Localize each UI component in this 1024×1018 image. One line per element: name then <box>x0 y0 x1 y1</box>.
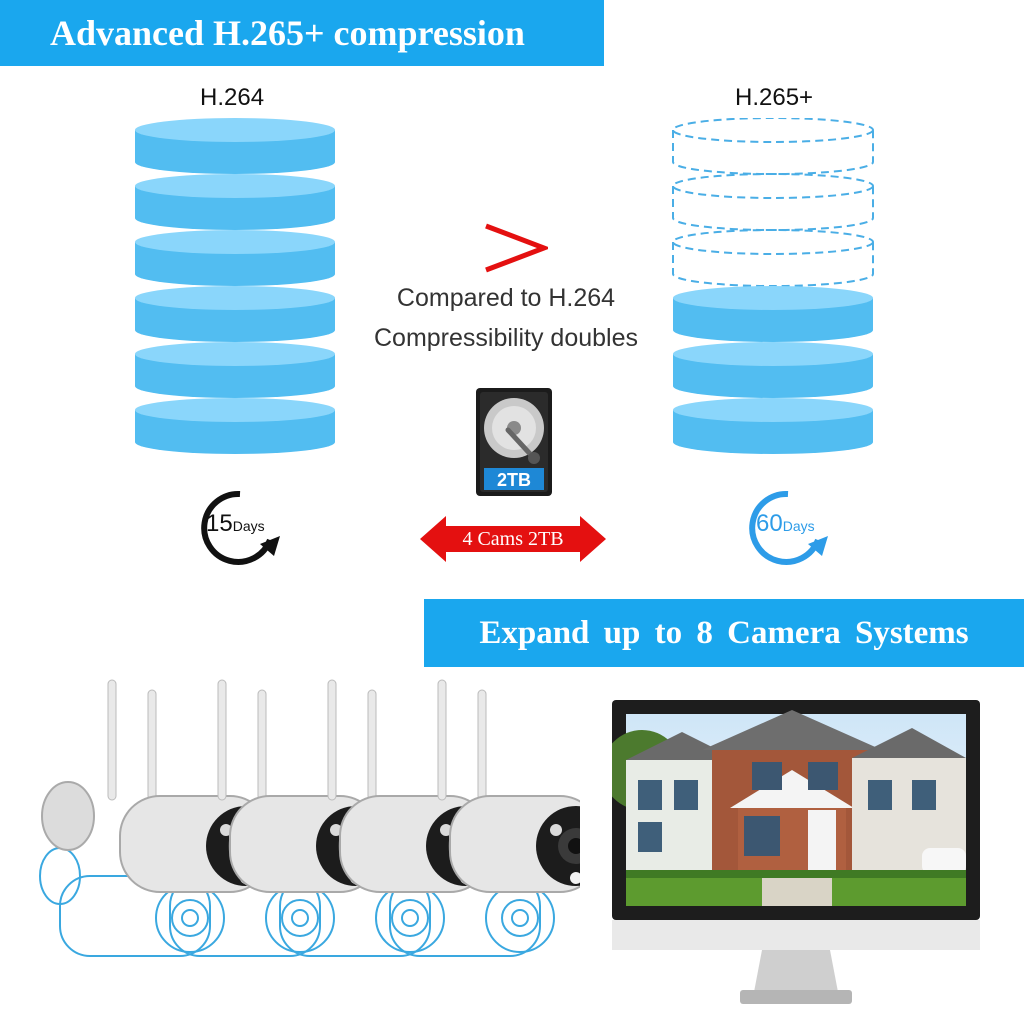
h265-disk-empty-3 <box>672 229 874 287</box>
retention-left-unit: Days <box>232 518 265 534</box>
expand-banner-title: Expand up to 8 Camera Systems <box>479 614 969 651</box>
cycle-icon-15-days <box>201 490 280 565</box>
h265-disk-stack <box>672 118 874 454</box>
h265-disk-2 <box>673 342 873 398</box>
h265-disk-1 <box>673 286 873 342</box>
greater-than-icon <box>485 223 548 273</box>
comparison-line-2: Compressibility doubles <box>373 324 638 352</box>
retention-left-number: 15 <box>206 510 233 537</box>
retention-left: 15Days <box>206 510 265 538</box>
camera-mount <box>41 781 95 851</box>
h265-disk-empty-1 <box>672 118 874 175</box>
h264-label: H.264 <box>200 84 265 111</box>
cameras-illustration <box>39 679 580 957</box>
double-arrow-icon <box>420 516 606 562</box>
retention-right-unit: Days <box>782 518 815 534</box>
hard-drive-icon <box>476 388 552 496</box>
h264-disk-3 <box>135 230 335 286</box>
camera-4 <box>437 679 580 893</box>
comparison-line-1: Compared to H.264 <box>396 284 616 312</box>
h264-disk-1 <box>135 118 335 174</box>
h264-disk-5 <box>135 342 335 398</box>
retention-right-number: 60 <box>756 510 783 537</box>
expand-banner: Expand up to 8 Camera Systems <box>424 599 1024 667</box>
top-banner: Advanced H.265+ compression <box>0 0 604 66</box>
h265-disk-empty-2 <box>672 173 874 231</box>
cycle-icon-60-days <box>749 490 828 565</box>
h264-disk-6 <box>135 398 335 454</box>
h264-disk-stack <box>135 118 335 454</box>
h265-label: H.265+ <box>735 84 814 111</box>
top-banner-title: Advanced H.265+ compression <box>50 13 525 53</box>
retention-right: 60Days <box>756 510 815 538</box>
drive-capacity-label: 2TB <box>496 470 531 490</box>
h265-disk-3 <box>673 398 873 454</box>
h264-disk-4 <box>135 286 335 342</box>
h264-disk-2 <box>135 174 335 230</box>
monitor-icon <box>612 700 980 1004</box>
arrow-label: 4 Cams 2TB <box>462 527 564 550</box>
